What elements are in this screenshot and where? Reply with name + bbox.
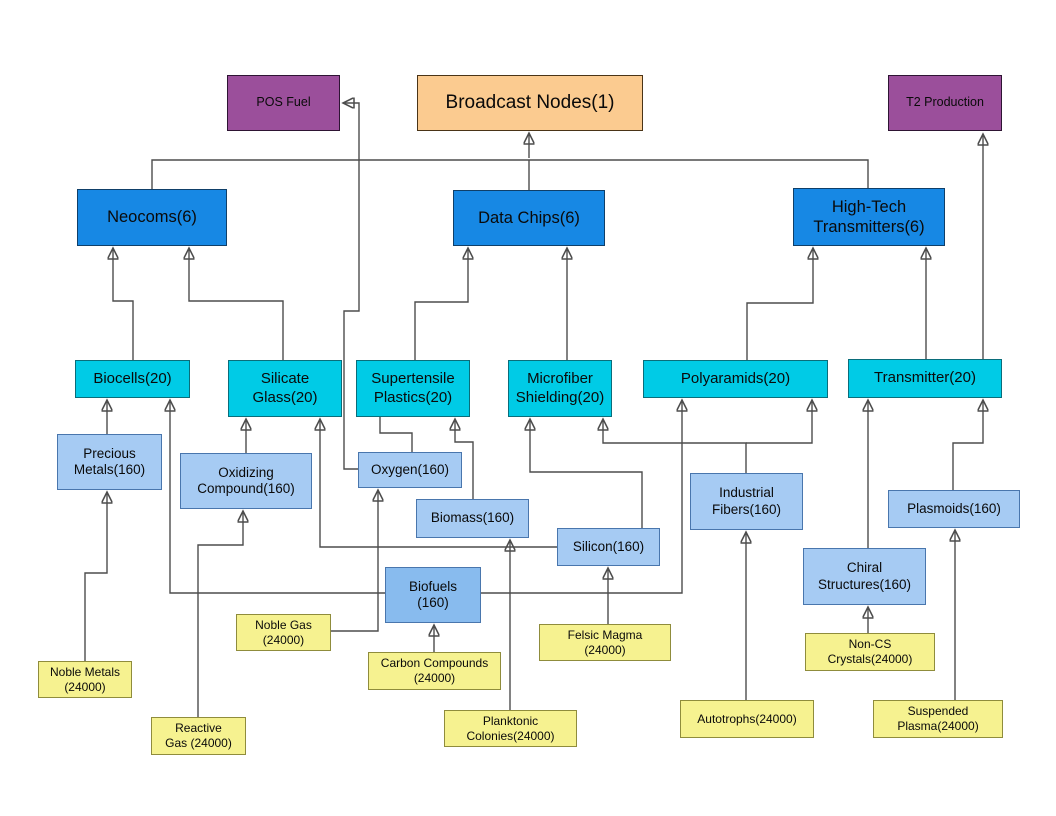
node-biomass: Biomass(160) — [416, 499, 529, 538]
node-precious-metals: Precious Metals(160) — [57, 434, 162, 490]
node-broadcast-nodes: Broadcast Nodes(1) — [417, 75, 643, 131]
node-suspended-plasma: Suspended Plasma(24000) — [873, 700, 1003, 738]
node-supertensile-plastics: Supertensile Plastics(20) — [356, 360, 470, 417]
edge-noble-gas-oxygen — [331, 490, 378, 632]
node-non-cs-crystals: Non-CS Crystals(24000) — [805, 633, 935, 671]
node-silicon: Silicon(160) — [557, 528, 660, 566]
node-carbon-compounds: Carbon Compounds (24000) — [368, 652, 501, 690]
edge-noble-metals-precious-metals — [84, 492, 107, 661]
node-autotrophs: Autotrophs(24000) — [680, 700, 814, 738]
node-plasmoids: Plasmoids(160) — [888, 490, 1020, 528]
node-t2-production: T2 Production — [888, 75, 1002, 131]
edge-plasmoids-transmitter — [952, 400, 983, 490]
node-data-chips: Data Chips(6) — [453, 190, 605, 246]
edge-reactive-gas-oxidizing — [197, 511, 243, 717]
node-noble-metals: Noble Metals (24000) — [38, 661, 132, 698]
node-oxygen: Oxygen(160) — [358, 452, 462, 488]
edge-silicon-silicate-glass — [320, 419, 557, 548]
node-neocoms: Neocoms(6) — [77, 189, 227, 246]
node-reactive-gas: Reactive Gas (24000) — [151, 717, 246, 755]
edge-industrial-fibers-polyaramids — [746, 400, 812, 444]
node-chiral-structures: Chiral Structures(160) — [803, 548, 926, 605]
node-planktonic-colonies: Planktonic Colonies(24000) — [444, 710, 577, 747]
edge-trunk-row2 — [151, 159, 869, 189]
edge-biocells-neocoms — [113, 248, 134, 360]
node-felsic-magma: Felsic Magma (24000) — [539, 624, 671, 661]
node-transmitter: Transmitter(20) — [848, 359, 1002, 398]
node-microfiber-shielding: Microfiber Shielding(20) — [508, 360, 612, 417]
edge-biofuels-biocells — [170, 400, 385, 594]
node-noble-gas: Noble Gas (24000) — [236, 614, 331, 651]
edge-industrial-fibers-microfiber — [603, 419, 747, 473]
edge-biomass-supertensile — [455, 419, 474, 499]
edge-oxygen-pos-fuel — [343, 103, 360, 470]
edge-silicate-glass-neocoms — [189, 248, 284, 360]
node-silicate-glass: Silicate Glass(20) — [228, 360, 342, 417]
node-high-tech-transmitters: High-Tech Transmitters(6) — [793, 188, 945, 246]
node-biocells: Biocells(20) — [75, 360, 190, 398]
edge-supertensile-data-chips — [414, 248, 468, 360]
node-industrial-fibers: Industrial Fibers(160) — [690, 473, 803, 530]
node-oxidizing-compound: Oxidizing Compound(160) — [180, 453, 312, 509]
edge-oxygen-supertensile — [379, 415, 413, 452]
edge-polyaramids-high-tech — [746, 248, 813, 360]
edge-silicon-microfiber — [530, 419, 643, 528]
node-pos-fuel: POS Fuel — [227, 75, 340, 131]
node-biofuels: Biofuels (160) — [385, 567, 481, 623]
edge-biofuels-polyaramids — [481, 400, 682, 594]
node-polyaramids: Polyaramids(20) — [643, 360, 828, 398]
